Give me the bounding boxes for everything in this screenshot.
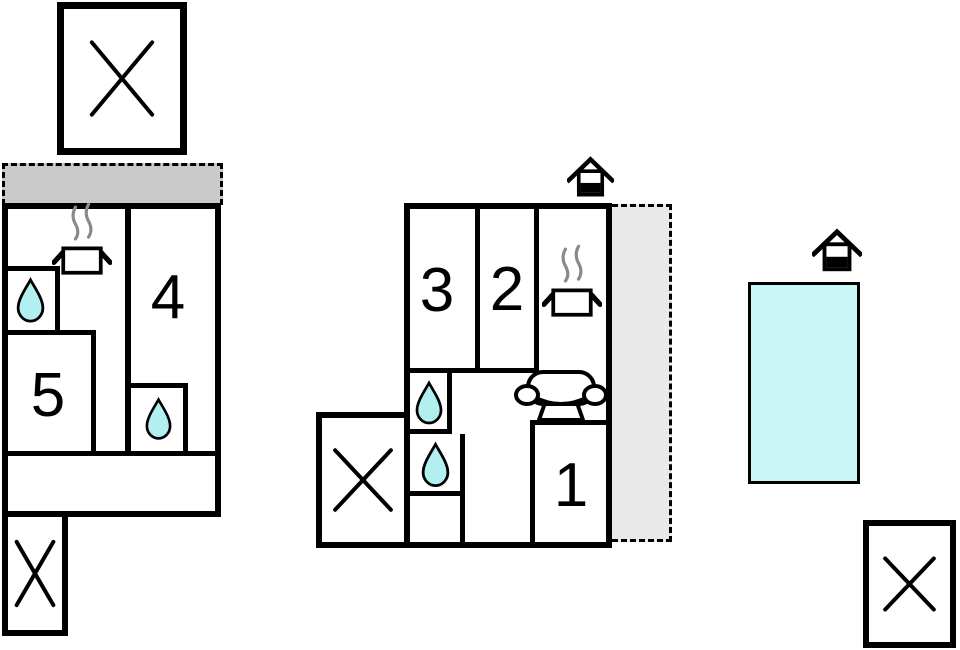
cross-icon	[8, 517, 62, 630]
cross-icon	[322, 418, 404, 542]
wall-under-bedrooms	[410, 368, 539, 373]
terrace-bottom-right	[863, 520, 956, 648]
patio-area	[612, 204, 672, 542]
carport-strip	[2, 163, 223, 205]
water-drop-icon	[415, 380, 443, 425]
cross-icon	[869, 526, 950, 642]
bathroom-box-2	[410, 434, 465, 496]
pool	[748, 282, 860, 484]
terrace-bottom-left	[2, 511, 68, 636]
stove-icon	[52, 202, 112, 275]
room-label-1: 1	[553, 451, 589, 520]
room-label-3: 3	[419, 256, 455, 325]
closet-box-wall	[460, 496, 465, 542]
room-label-2: 2	[489, 255, 525, 324]
bathroom-box-left-a	[4, 266, 60, 330]
left-building-divider-wall	[125, 209, 131, 456]
stove-icon	[542, 244, 602, 317]
room-label-5: 5	[30, 361, 66, 430]
room-label-4: 4	[150, 263, 186, 332]
water-drop-icon	[16, 276, 45, 323]
left-building-hall-wall	[4, 451, 219, 456]
room5-box	[4, 330, 96, 451]
wall-room3-room2	[475, 209, 480, 371]
water-drop-icon	[145, 396, 172, 440]
sofa-icon	[514, 370, 608, 422]
cross-icon	[64, 9, 180, 148]
bathroom-box-left-b	[131, 383, 188, 451]
terrace-top-left	[57, 2, 187, 155]
room1-box	[530, 420, 606, 542]
wall-room2-kitchen	[534, 209, 539, 371]
chimney-icon	[812, 228, 862, 272]
chimney-icon	[567, 156, 614, 197]
terrace-main-building	[316, 412, 410, 548]
left-building-outline	[2, 203, 221, 517]
water-drop-icon	[421, 441, 450, 488]
bathroom-box-1	[410, 371, 452, 434]
